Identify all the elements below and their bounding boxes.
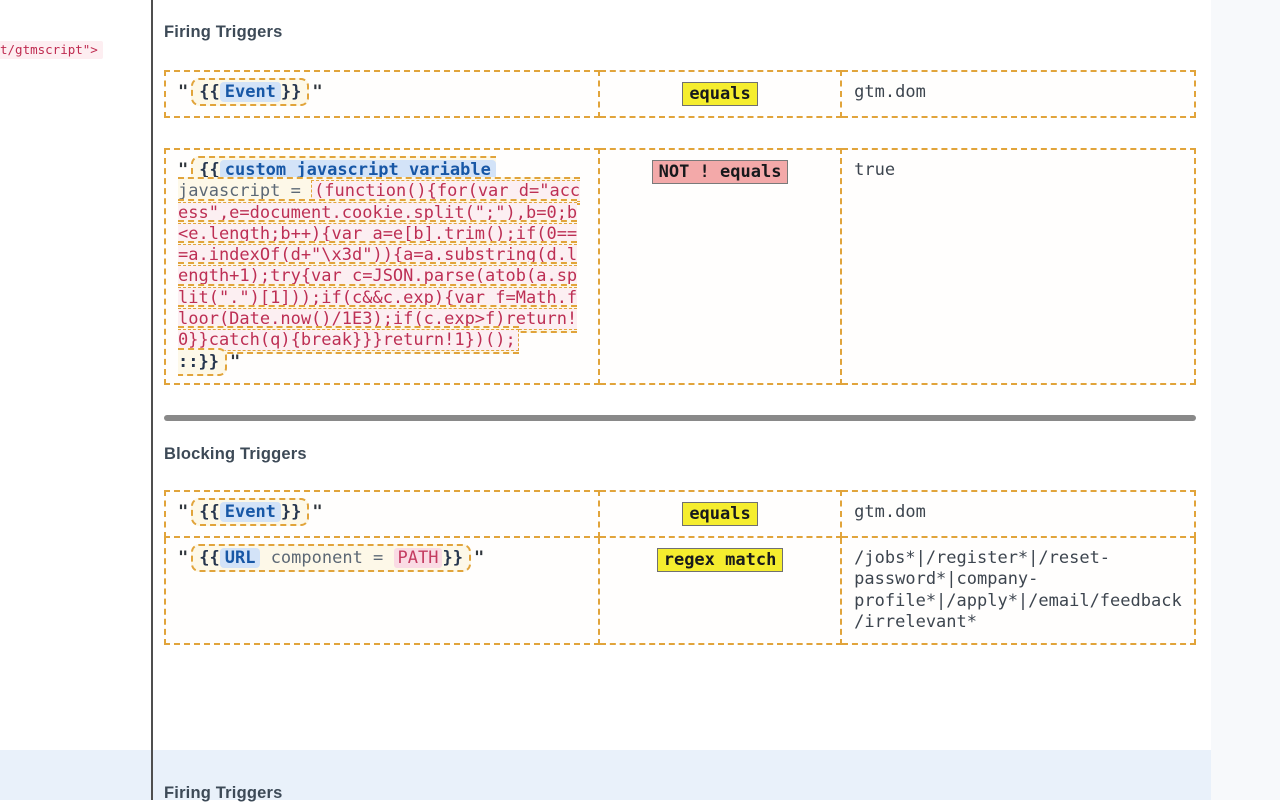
close-braces: }} (280, 501, 302, 522)
condition-argument: "{{URL component = PATH}}" (164, 535, 600, 646)
open-quote-mark: " (178, 82, 189, 102)
predicate-badge: equals (682, 82, 758, 106)
variable-name-token: Event (219, 501, 281, 522)
resolution-text: javascript = (178, 181, 312, 202)
comparison-value: gtm.dom (854, 501, 926, 522)
condition-value: gtm.dom (840, 70, 1196, 118)
source-code-fragment: t/gtmscript"> (0, 41, 103, 59)
next-tag-card: Firing Triggers (0, 750, 1211, 802)
predicate-badge: NOT ! equals (651, 160, 789, 184)
comparison-value: true (854, 160, 896, 180)
next-firing-triggers-title: Firing Triggers (164, 784, 283, 802)
comparison-value: gtm.dom (854, 82, 926, 102)
resolved-value-token: PATH (393, 547, 443, 568)
open-quote-mark: " (178, 501, 189, 522)
section-divider (164, 414, 1196, 421)
open-braces: {{ (199, 160, 220, 180)
condition-value: true (840, 148, 1196, 385)
close-quote-mark: " (312, 501, 323, 522)
variable-name-token: Event (219, 82, 281, 102)
open-braces: {{ (199, 547, 220, 568)
condition-row: "{{URL component = PATH}}"regex match/jo… (164, 535, 1196, 646)
condition-argument: "{{Event}}" (164, 70, 600, 118)
condition-row: "{{custom javascript variable javascript… (164, 148, 1196, 385)
condition-value: gtm.dom (840, 489, 1196, 538)
condition-argument: "{{Event}}" (164, 489, 600, 538)
close-braces: }} (442, 547, 463, 568)
trigger-conditions-body: "{{custom javascript variable javascript… (164, 148, 1196, 385)
firing-triggers-title: Firing Triggers (164, 23, 283, 41)
page-gutter (1211, 0, 1280, 800)
trigger-conditions-table: "{{custom javascript variable javascript… (164, 148, 1196, 385)
variable-name-token: URL (219, 547, 261, 568)
close-quote-mark: " (312, 82, 323, 102)
resolved-code-value: (function(){for(var d="access",e=documen… (178, 180, 581, 352)
template-chip: {{custom javascript variable javascript … (178, 156, 581, 376)
close-braces: }} (280, 82, 302, 102)
condition-predicate: equals (597, 489, 843, 538)
close-quote-mark: " (473, 547, 485, 568)
condition-predicate: regex match (597, 535, 843, 646)
open-quote-mark: " (178, 547, 189, 568)
open-braces: {{ (199, 82, 220, 102)
open-quote-mark: " (178, 160, 189, 180)
condition-value: /jobs*|/register*|/reset-password*|compa… (840, 535, 1196, 646)
condition-predicate: equals (597, 70, 843, 118)
blocking-triggers-title: Blocking Triggers (164, 444, 307, 463)
template-chip: {{Event}} (191, 78, 310, 106)
condition-argument: "{{custom javascript variable javascript… (164, 148, 600, 385)
template-chip: {{Event}} (191, 497, 310, 526)
condition-predicate: NOT ! equals (597, 148, 843, 385)
comparison-value: /jobs*|/register*|/reset-password*|compa… (854, 547, 1182, 632)
resolution-text: component = (260, 547, 394, 568)
close-quote-mark: " (229, 351, 241, 372)
variable-name-token: custom javascript variable (219, 160, 496, 180)
close-braces: ::}} (178, 351, 219, 372)
predicate-badge: regex match (656, 547, 784, 572)
panel-divider (151, 0, 153, 800)
template-chip: {{URL component = PATH}} (191, 543, 471, 572)
open-braces: {{ (199, 501, 220, 522)
source-code-panel: t/gtmscript"> (0, 0, 151, 750)
predicate-badge: equals (682, 501, 758, 526)
